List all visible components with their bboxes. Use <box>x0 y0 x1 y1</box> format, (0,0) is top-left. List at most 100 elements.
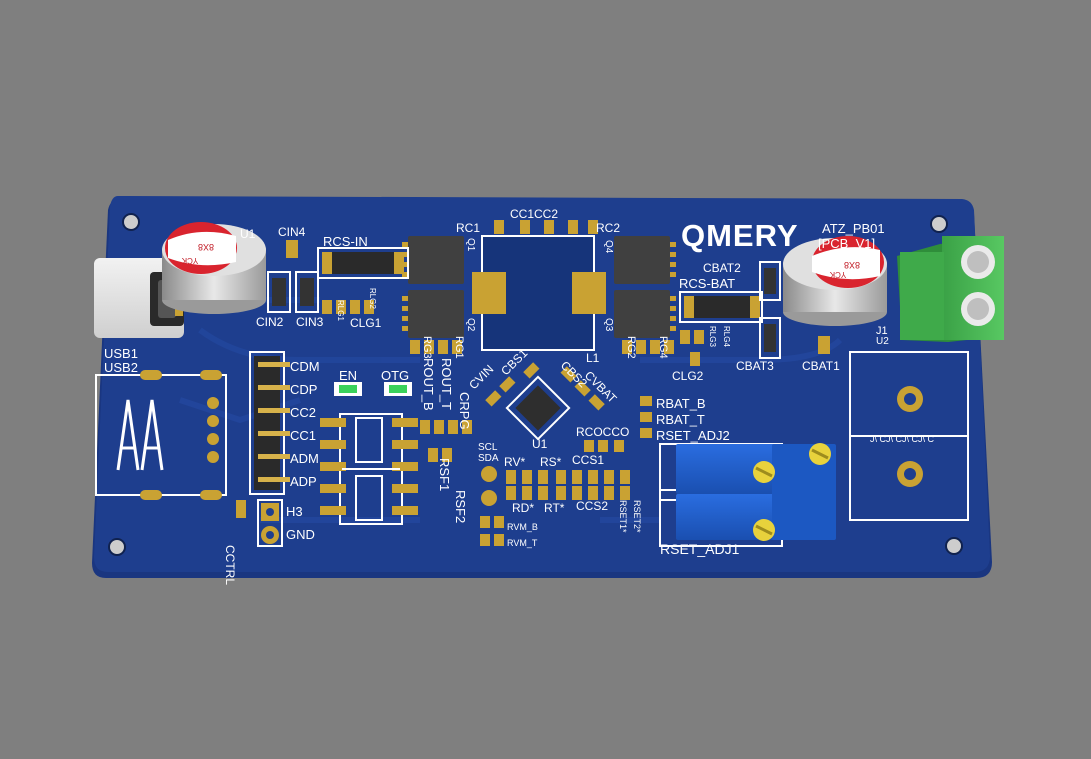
cap-value-text: 8X8 <box>198 242 214 252</box>
mounting-hole <box>109 539 125 555</box>
mounting-hole <box>931 216 947 232</box>
cc1cc2-label: CC1CC2 <box>510 207 558 221</box>
u2-label: U2 <box>876 336 889 347</box>
q1-label: Q1 <box>465 238 476 252</box>
usb-a-footprint <box>95 370 227 500</box>
sda-label: SDA <box>478 453 499 464</box>
pin-label: CC2 <box>290 405 316 420</box>
rset1-label: RSET1* <box>618 500 628 533</box>
rcocco-label: RCOCCO <box>576 425 629 439</box>
sense-resistor-bat <box>679 291 763 323</box>
mounting-holes <box>109 214 962 555</box>
board-name-text: ATZ_PB01 <box>822 221 885 236</box>
crpg-label: CRPG <box>457 392 472 430</box>
mosfets <box>402 236 676 338</box>
rcs-bat-label: RCS-BAT <box>679 276 735 291</box>
module-footprint-u2 <box>849 351 969 521</box>
cap-value-text: 8X8 <box>844 260 860 270</box>
rbat-b-label: RBAT_B <box>656 396 706 411</box>
u1-label: U1 <box>240 227 256 241</box>
rg4-label: RG4 <box>657 336 669 359</box>
sense-resistor-in <box>317 247 409 279</box>
trimpot-rset-adj1 <box>659 443 836 547</box>
rcs-in-label: RCS-IN <box>323 234 368 249</box>
rlg1-label: RLG1 <box>336 300 345 321</box>
mounting-hole <box>946 538 962 554</box>
rset-adj1-label: RSET_ADJ1 <box>660 541 740 557</box>
electrolytic-capacitor-left: 8X8 YCK <box>162 222 266 314</box>
silkscreen-labels: QMERY ATZ_PB01 [PCB_V1] USB1 USB2 U1 CIN… <box>104 207 935 557</box>
cbat2-label: CBAT2 <box>703 261 741 275</box>
cctrl-label: CCTRL <box>223 545 237 585</box>
battery-capacitors <box>759 261 830 359</box>
cin4-label: CIN4 <box>278 225 306 239</box>
inductor-l1 <box>472 235 606 351</box>
test-pads-scl-sda <box>481 466 497 506</box>
q2-label: Q2 <box>465 318 476 332</box>
en-label: EN <box>339 368 357 383</box>
rg2-label: RG2 <box>625 336 637 359</box>
pin-label: ADP <box>290 474 317 489</box>
scl-label: SCL <box>478 442 498 453</box>
gnd-label: GND <box>286 527 315 542</box>
usb1-label: USB1 <box>104 346 138 361</box>
small-passives <box>322 220 704 546</box>
otg-label: OTG <box>381 368 409 383</box>
soic-footprint <box>320 413 418 525</box>
cap-maker-text: YCK <box>181 256 198 265</box>
pin-label: CC1 <box>290 428 316 443</box>
rbat-t-label: RBAT_T <box>656 412 705 427</box>
cap-maker-text: YCK <box>829 270 846 279</box>
rv-label: RV* <box>504 455 525 469</box>
electrolytic-capacitor-right: 8X8 YCK <box>783 236 887 326</box>
rg3-label: RG3 <box>421 336 433 359</box>
rsf2-label: RSF2 <box>453 490 468 523</box>
j1-label: J1 <box>876 325 888 337</box>
rd-label: RD* <box>512 501 534 515</box>
input-capacitors <box>267 240 319 313</box>
cbat3-label: CBAT3 <box>736 359 774 373</box>
rlg2-label: RLG2 <box>368 288 377 309</box>
ccs2-label: CCS2 <box>576 499 608 513</box>
rlg4-label: RLG4 <box>722 326 731 347</box>
rout-t-label: ROUT_T <box>439 358 454 410</box>
logo-text: QMERY <box>681 218 799 253</box>
rvm-b-label: RVM_B <box>507 522 538 532</box>
board-rev-text: [PCB_V1] <box>818 236 875 251</box>
clg2-label: CLG2 <box>672 369 704 383</box>
u1-ic-label: U1 <box>532 437 548 451</box>
led-otg <box>384 382 412 396</box>
led-en <box>334 382 362 396</box>
pin-header-6 <box>249 351 290 495</box>
usb2-label: USB2 <box>104 360 138 375</box>
mounting-hole <box>123 214 139 230</box>
rset2-label: RSET2* <box>632 500 642 533</box>
rs-label: RS* <box>540 455 562 469</box>
cbat1-label: CBAT1 <box>802 359 840 373</box>
cin2-label: CIN2 <box>256 315 284 329</box>
rset-adj2-label: RSET_ADJ2 <box>656 428 730 443</box>
header-pin-labels: CDM CDP CC2 CC1 ADM ADP <box>290 359 320 489</box>
rout-b-label: ROUT_B <box>421 358 436 411</box>
rg1-label: RG1 <box>453 336 465 359</box>
cin3-label: CIN3 <box>296 315 324 329</box>
rvm-t-label: RVM_T <box>507 538 538 548</box>
screw-terminal-block <box>897 236 1004 342</box>
ccs1-label: CCS1 <box>572 453 604 467</box>
q4-label: Q4 <box>603 240 614 254</box>
rc1-label: RC1 <box>456 221 480 235</box>
rsf1-label: RSF1 <box>437 458 452 491</box>
diagonal-passives <box>485 362 605 411</box>
pin-label: ADM <box>290 451 319 466</box>
h3-label: H3 <box>286 504 303 519</box>
rt-label: RT* <box>544 501 565 515</box>
q3-label: Q3 <box>603 318 614 332</box>
jumper-h3 <box>257 499 283 547</box>
pin-label: CDM <box>290 359 320 374</box>
clg1-label: CLG1 <box>350 316 382 330</box>
pin-label: CDP <box>290 382 317 397</box>
rlg3-label: RLG3 <box>708 326 717 347</box>
jumper-row-label: J\ CJ\ CJ\ CJ\ C <box>870 434 935 444</box>
l1-label: L1 <box>586 351 600 365</box>
